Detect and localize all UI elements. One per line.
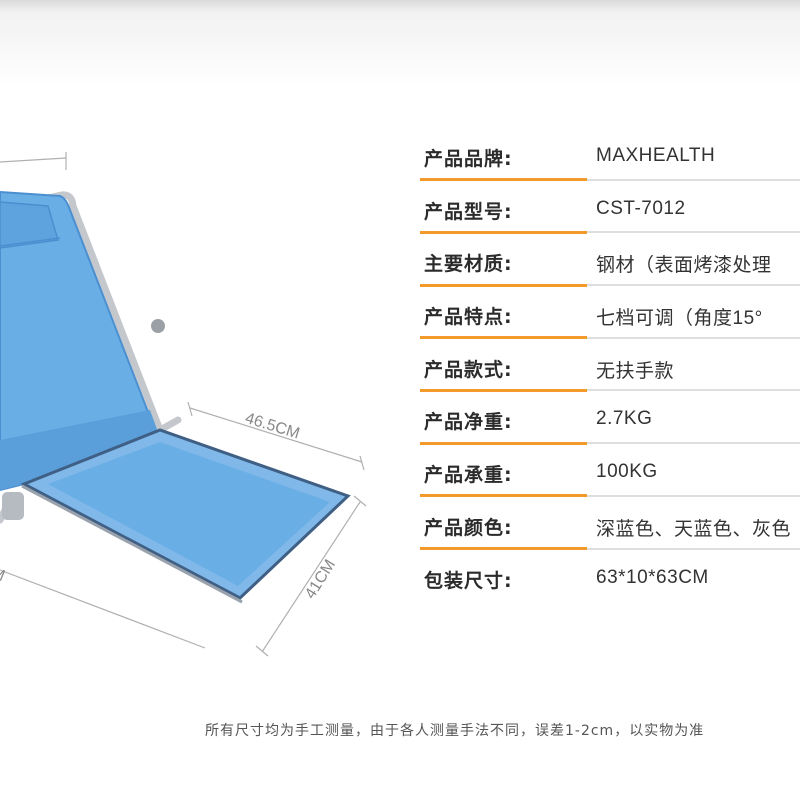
measurement-footnote: 所有尺寸均为手工测量，由于各人测量手法不同，误差1-2cm，以实物为准: [205, 723, 705, 739]
backrest-product-image: [0, 140, 400, 700]
spec-divider: [420, 336, 800, 340]
spec-value: 2.7KG: [596, 408, 653, 430]
spec-label: 产品承重:: [424, 464, 513, 487]
spec-divider: [420, 283, 800, 287]
spec-label: 产品款式:: [424, 358, 513, 381]
spec-row-brand: 产品品牌: MAXHEALTH: [420, 130, 800, 183]
spec-row-net-weight: 产品净重: 2.7KG: [420, 393, 800, 446]
spec-value: CST-7012: [596, 197, 686, 219]
spec-label: 产品净重:: [424, 411, 513, 434]
backrest-illustration: [0, 152, 367, 657]
spec-row-colors: 产品颜色: 深蓝色、天蓝色、灰色: [420, 499, 800, 552]
spec-value: 钢材（表面烤漆处理: [596, 255, 772, 277]
spec-divider-accent: [420, 547, 587, 550]
spec-divider: [420, 441, 800, 445]
spec-value: 63*10*63CM: [596, 566, 709, 588]
spec-divider: [420, 494, 800, 498]
spec-value: 七档可调（角度15°: [596, 308, 763, 330]
spec-divider: [420, 230, 800, 234]
spec-row-material: 主要材质: 钢材（表面烤漆处理: [420, 235, 800, 288]
spec-divider-accent: [420, 230, 587, 234]
spec-row-load-capacity: 产品承重: 100KG: [420, 446, 800, 499]
spec-label: 产品特点:: [424, 306, 513, 329]
spec-row-model: 产品型号: CST-7012: [420, 183, 800, 236]
spec-value: 深蓝色、天蓝色、灰色: [596, 518, 792, 540]
spec-value: 无扶手款: [596, 360, 675, 382]
spec-value: 100KG: [596, 461, 658, 483]
spec-label: 产品颜色:: [424, 516, 513, 539]
spec-label: 产品品牌:: [424, 148, 513, 170]
spec-label: 包装尺寸:: [424, 569, 513, 592]
spec-table: 产品品牌: MAXHEALTH 产品型号: CST-7012 主要材质: 钢材（…: [420, 130, 800, 604]
spec-row-features: 产品特点: 七档可调（角度15°: [420, 288, 800, 341]
spec-divider: [420, 547, 800, 550]
spec-divider-accent: [420, 388, 587, 392]
spec-divider-accent: [420, 494, 587, 498]
spec-row-package-size: 包装尺寸: 63*10*63CM: [420, 552, 800, 605]
spec-divider-accent: [420, 283, 587, 287]
spec-divider: [420, 178, 800, 182]
spec-divider: [420, 388, 800, 392]
spec-divider-accent: [420, 336, 587, 340]
spec-divider-accent: [420, 178, 587, 182]
spec-label: 主要材质:: [424, 253, 513, 276]
spec-label: 产品型号:: [424, 200, 513, 223]
spec-row-style: 产品款式: 无扶手款: [420, 341, 800, 394]
spec-divider-accent: [420, 441, 587, 445]
top-shadow-band: [0, 0, 800, 85]
spec-value: MAXHEALTH: [596, 145, 716, 166]
